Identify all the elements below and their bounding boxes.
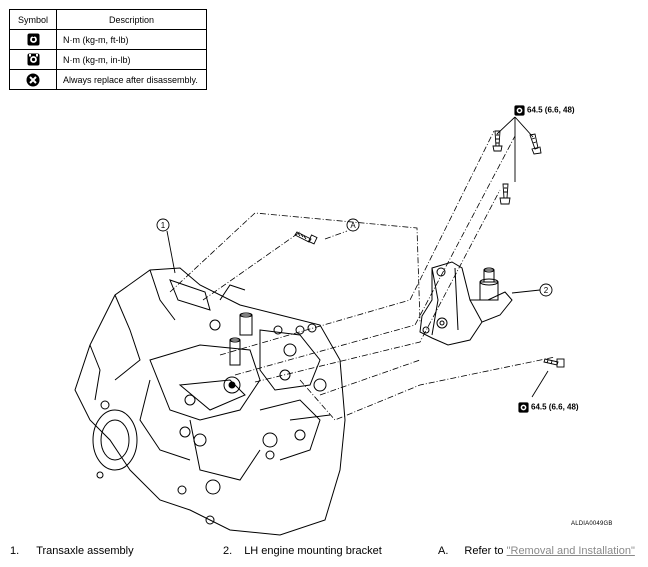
footer-item-text: Refer to xyxy=(464,545,507,557)
torque-value-upper: 64.5 (6.6, 48) xyxy=(527,105,575,115)
transaxle-assembly xyxy=(74,267,346,536)
removal-installation-link[interactable]: "Removal and Installation" xyxy=(506,545,635,557)
footer-item-text: LH engine mounting bracket xyxy=(244,545,382,557)
bolt-upper-middle xyxy=(499,183,511,205)
legend-row: N·m (kg-m, ft-lb) xyxy=(9,29,207,50)
bolt-a xyxy=(294,231,318,245)
legend-header-row: Symbol Description xyxy=(9,9,207,30)
footer-item-number: 1. xyxy=(10,545,20,557)
exploded-view-drawing: 1 2 A xyxy=(74,116,565,536)
bolt-upper-right xyxy=(529,133,542,155)
bolt-upper-left xyxy=(492,130,503,152)
bolt-lower-right xyxy=(543,358,565,368)
torque-spec-upper: 64.5 (6.6, 48) xyxy=(514,105,575,116)
symbol-legend-table: Symbol Description N·m (kg-m, ft-lb) N·m… xyxy=(9,9,207,90)
callout-label-a: A xyxy=(350,221,356,230)
callout-label-1: 1 xyxy=(161,221,166,230)
footer-item-1: 1. Transaxle assembly xyxy=(10,545,134,557)
torque-leader-upper xyxy=(496,116,534,182)
torque-wrench-icon xyxy=(514,105,525,116)
callout-circle-a xyxy=(346,218,360,232)
torque-wrench-small-icon xyxy=(27,53,39,66)
footer-item-number: 2. xyxy=(223,545,233,557)
callout-circle-2 xyxy=(539,283,553,297)
replace-part-icon xyxy=(26,73,40,86)
torque-spec-lower: 64.5 (6.6, 48) xyxy=(518,402,579,413)
callout-leader-1 xyxy=(166,230,176,274)
torque-wrench-icon xyxy=(27,33,39,46)
footer-item-text: Transaxle assembly xyxy=(36,545,134,557)
assembly-guide-lines xyxy=(169,130,556,421)
callout-leader-2 xyxy=(511,289,541,294)
torque-value-lower: 64.5 (6.6, 48) xyxy=(531,402,579,412)
torque-leader-lower xyxy=(531,370,549,398)
callout-circle-1 xyxy=(156,218,170,232)
legend-description: Always replace after disassembly. xyxy=(56,69,207,90)
torque-wrench-icon xyxy=(518,402,529,413)
legend-row: N·m (kg-m, in-lb) xyxy=(9,49,207,70)
callout-label-2: 2 xyxy=(544,286,549,295)
figure-code: ALDIA0049GB xyxy=(571,521,613,527)
legend-row: Always replace after disassembly. xyxy=(9,69,207,90)
engine-mounting-bracket xyxy=(419,261,513,346)
footer-item-a: A. Refer to "Removal and Installation" xyxy=(438,545,635,557)
footer-item-2: 2. LH engine mounting bracket xyxy=(223,545,382,557)
footer-item-number: A. xyxy=(438,545,449,557)
